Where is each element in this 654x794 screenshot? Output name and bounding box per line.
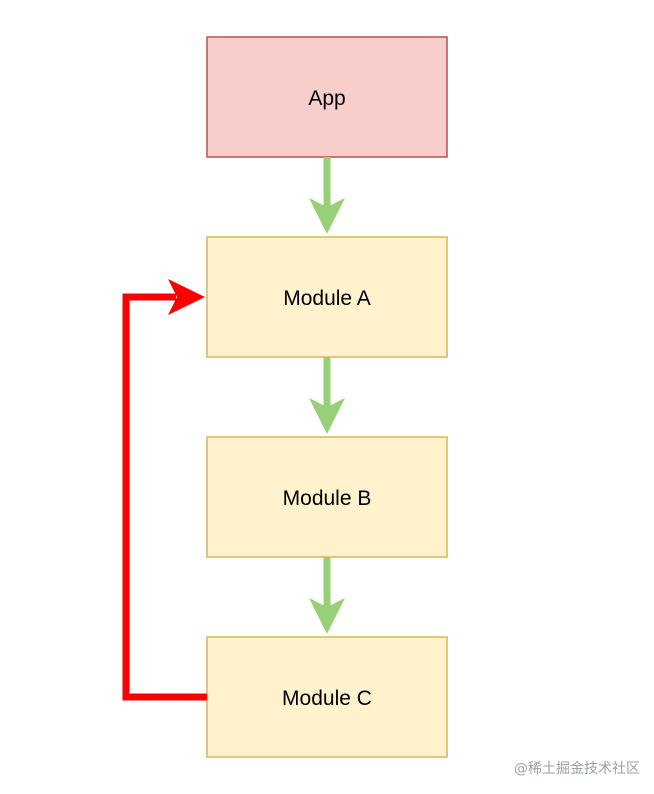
node-module-a-box (206, 236, 448, 358)
node-module-b-label: Module B (283, 487, 372, 510)
node-module-b[interactable]: Module B (206, 436, 448, 558)
node-module-b-box (206, 436, 448, 558)
edge-module-a-to-module-b (309, 357, 345, 434)
watermark: @稀土掘金技术社区 (514, 761, 640, 777)
node-app[interactable]: App (206, 36, 448, 158)
node-module-c-label: Module C (282, 687, 372, 710)
edge-module-a-to-module-b-head (309, 398, 345, 434)
node-module-c-box (206, 636, 448, 758)
edge-module-b-to-module-c (309, 557, 345, 634)
node-module-a-label: Module A (283, 287, 371, 310)
edge-cycle-path (122, 293, 207, 701)
edge-module-c-to-module-a-cycle (122, 279, 207, 701)
node-module-c[interactable]: Module C (206, 636, 448, 758)
edge-app-to-module-a (309, 157, 345, 234)
edge-cycle-head (168, 279, 205, 315)
edge-app-to-module-a-head (309, 198, 345, 234)
edge-module-b-to-module-c-head (309, 598, 345, 634)
node-module-a[interactable]: Module A (206, 236, 448, 358)
node-app-box (206, 36, 448, 158)
node-app-label: App (308, 87, 345, 110)
